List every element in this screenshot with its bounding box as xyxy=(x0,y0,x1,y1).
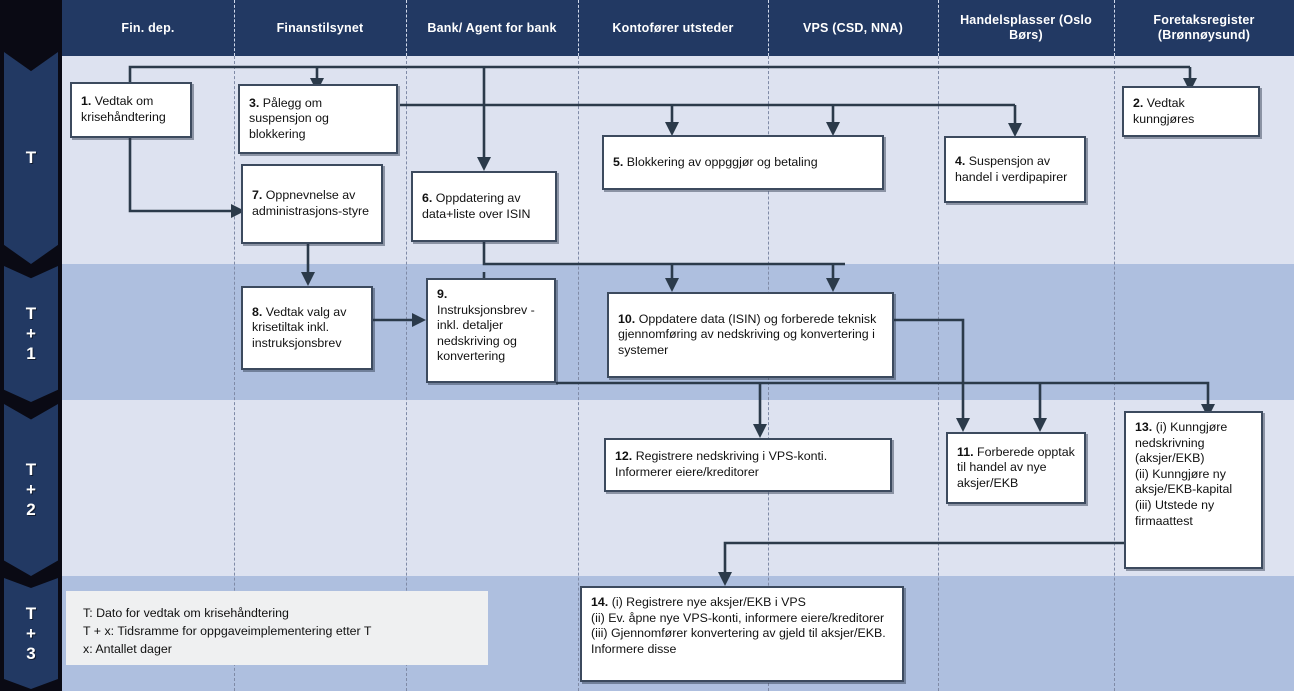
column-header-handelsplasser: Handelsplasser (Oslo Børs) xyxy=(960,13,1092,42)
step-number: 13. xyxy=(1135,420,1153,434)
process-box-13[interactable]: 13. (i) Kunngjøre nedskrivning (aksjer/E… xyxy=(1124,411,1263,569)
step-number: 10. xyxy=(618,311,636,326)
column-header-vps: VPS (CSD, NNA) xyxy=(802,20,904,35)
process-box-2[interactable]: 2. Vedtak kunngjøres xyxy=(1122,86,1260,137)
timeline-phase-t-plus-2: T + 2 xyxy=(4,404,58,576)
process-box-8[interactable]: 8. Vedtak valg av krisetiltak inkl. inst… xyxy=(241,286,373,370)
process-box-9[interactable]: 9. Instruksjonsbrev - inkl. detaljer ned… xyxy=(426,278,556,383)
timeline-phase-t-plus-3: T + 3 xyxy=(4,578,58,689)
step-number: 11. xyxy=(957,444,974,459)
header-separator xyxy=(578,0,579,56)
header-separator xyxy=(1114,0,1115,56)
lane-separator xyxy=(578,56,579,691)
step-text: Pålegg om suspensjon og blokkering xyxy=(249,95,329,141)
step-text: Oppnevnelse av administrasjons-styre xyxy=(252,188,370,218)
step-text: Vedtak kunngjøres xyxy=(1133,95,1195,126)
step-text: Suspensjon av handel i verdipapirer xyxy=(955,153,1068,184)
column-header-bar xyxy=(62,0,1294,56)
step-number: 3. xyxy=(249,95,260,110)
legend-box: T: Dato for vedtak om krisehåndtering T … xyxy=(66,591,488,665)
column-header-bank-agent: Bank/ Agent for bank xyxy=(427,20,557,35)
step-line: (i) Registrere nye aksjer/EKB i VPS xyxy=(611,595,806,609)
step-number: 9. xyxy=(437,287,448,301)
timeline-phase-t-plus-1: T + 1 xyxy=(4,266,58,402)
step-number: 6. xyxy=(422,190,433,205)
column-header-finanstilsynet: Finanstilsynet xyxy=(276,20,364,35)
step-number: 2. xyxy=(1133,95,1144,110)
step-text: Vedtak valg av krisetiltak inkl. instruk… xyxy=(252,304,347,350)
lane-separator xyxy=(406,56,407,691)
lane-separator xyxy=(1114,56,1115,691)
step-number: 14. xyxy=(591,595,609,609)
legend-line: T + x: Tidsramme for oppgaveimplementeri… xyxy=(83,624,372,638)
column-header-foretaksregister: Foretaksregister (Brønnøysund) xyxy=(1153,13,1255,42)
step-text: Oppdatering av data+liste over ISIN xyxy=(422,190,531,221)
header-separator xyxy=(406,0,407,56)
column-header-kontofoerer: Kontofører utsteder xyxy=(612,20,734,35)
timeline-label: T xyxy=(25,148,37,167)
step-text: Blokkering av oppggjør og betaling xyxy=(626,154,818,169)
process-box-10[interactable]: 10. Oppdatere data (ISIN) og forberede t… xyxy=(607,292,894,378)
process-box-1[interactable]: 1. Vedtak om krisehåndtering xyxy=(70,82,192,138)
column-header-fin-dep: Fin. dep. xyxy=(121,20,175,35)
timeline-label: T + 3 xyxy=(25,603,37,663)
step-text: Oppdatere data (ISIN) og forberede tekni… xyxy=(618,311,877,357)
process-box-12[interactable]: 12. Registrere nedskriving i VPS-konti. … xyxy=(604,438,892,492)
header-separator xyxy=(234,0,235,56)
step-number: 4. xyxy=(955,153,966,168)
step-text: Instruksjonsbrev - inkl. detaljer nedskr… xyxy=(437,302,535,364)
process-box-5[interactable]: 5. Blokkering av oppggjør og betaling xyxy=(602,135,884,190)
step-number: 8. xyxy=(252,304,263,319)
step-number: 1. xyxy=(81,94,92,109)
step-text: Registrere nedskriving i VPS-konti. Info… xyxy=(615,449,828,479)
step-text: Vedtak om krisehåndtering xyxy=(81,94,166,124)
timeline-label: T + 2 xyxy=(25,460,37,519)
lane-separator xyxy=(938,56,939,691)
process-box-11[interactable]: 11. Forberede opptak til handel av nye a… xyxy=(946,432,1086,504)
step-line: (ii) Ev. åpne nye VPS-konti, informere e… xyxy=(591,610,885,625)
legend-line: x: Antallet dager xyxy=(83,642,172,656)
step-number: 5. xyxy=(613,154,624,169)
process-box-14[interactable]: 14. (i) Registrere nye aksjer/EKB i VPS … xyxy=(580,586,904,682)
timeline-phase-t: T xyxy=(4,52,58,264)
header-separator xyxy=(768,0,769,56)
step-line: (ii) Kunngjøre ny aksje/EKB-kapital xyxy=(1135,466,1233,497)
header-separator xyxy=(938,0,939,56)
process-box-6[interactable]: 6. Oppdatering av data+liste over ISIN xyxy=(411,171,557,242)
step-line: (iii) Utstede ny firmaattest xyxy=(1135,497,1215,528)
legend-line: T: Dato for vedtak om krisehåndtering xyxy=(83,606,289,620)
process-box-4[interactable]: 4. Suspensjon av handel i verdipapirer xyxy=(944,136,1086,203)
process-box-3[interactable]: 3. Pålegg om suspensjon og blokkering xyxy=(238,84,398,154)
step-number: 7. xyxy=(252,188,263,203)
step-line: (i) Kunngjøre nedskrivning (aksjer/EKB) xyxy=(1135,420,1228,466)
process-box-7[interactable]: 7. Oppnevnelse av administrasjons-styre xyxy=(241,164,383,244)
timeline-label: T + 1 xyxy=(25,304,37,363)
step-text: Forberede opptak til handel av nye aksje… xyxy=(957,444,1075,490)
step-number: 12. xyxy=(615,449,633,464)
step-line: (iii) Gjennomfører konvertering av gjeld… xyxy=(591,626,886,656)
lane-separator xyxy=(234,56,235,691)
